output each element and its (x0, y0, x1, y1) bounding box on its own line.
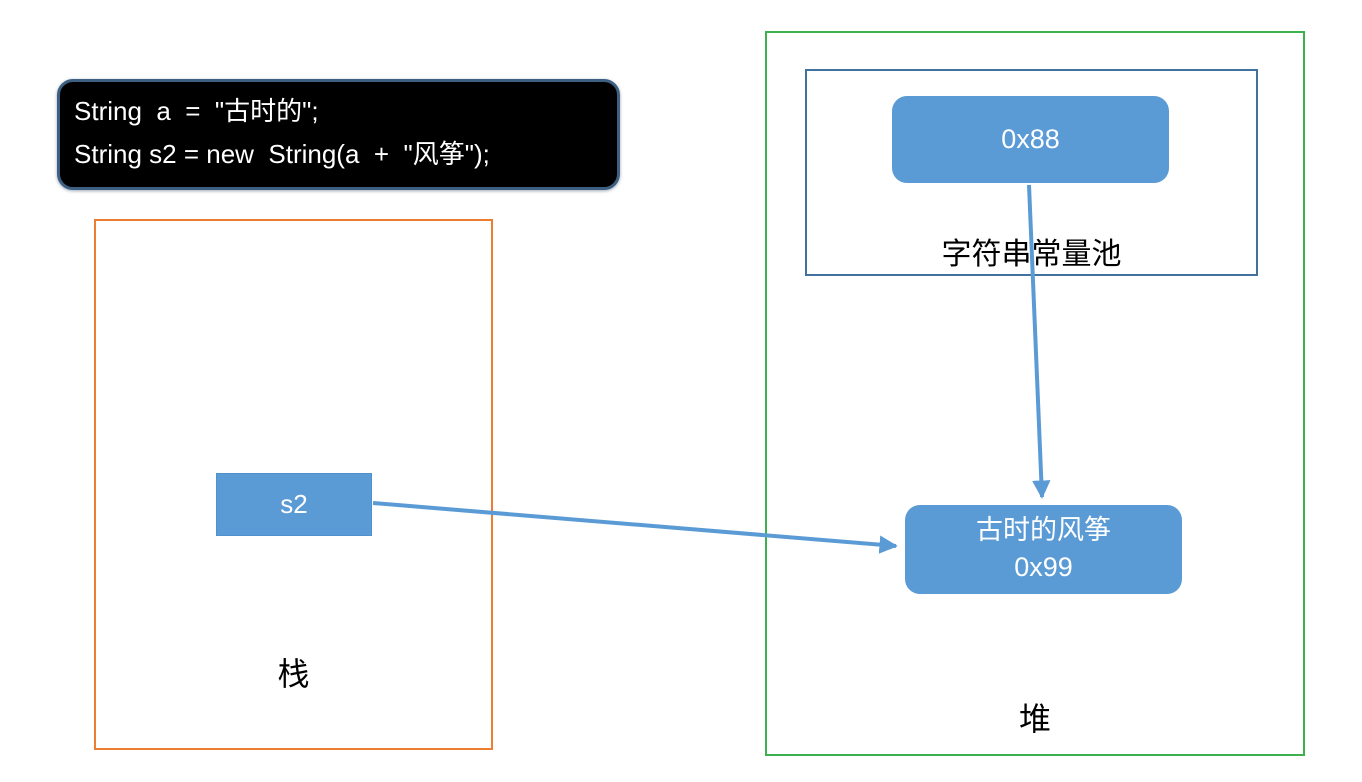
string-object-address: 0x99 (1014, 552, 1073, 582)
code-line-1: String a = "古时的"; (74, 96, 319, 126)
string-pool-label: 字符串常量池 (941, 238, 1122, 271)
code-snippet-box: String a = "古时的"; String s2 = new String… (57, 79, 620, 190)
stack-label: 栈 (277, 656, 310, 692)
string-object-value: 古时的风筝 (976, 515, 1111, 545)
string-pool-container: 0x88 字符串常量池 (805, 69, 1258, 276)
heap-label: 堆 (1018, 701, 1051, 737)
pool-ref-node: 0x88 (892, 96, 1169, 183)
stack-container: s2 栈 (94, 219, 493, 750)
code-line-2: String s2 = new String(a + "风筝"); (74, 139, 490, 169)
s2-variable-node: s2 (216, 473, 372, 536)
heap-container: 0x88 字符串常量池 古时的风筝 0x99 堆 (765, 31, 1305, 756)
string-object-node: 古时的风筝 0x99 (905, 505, 1182, 594)
